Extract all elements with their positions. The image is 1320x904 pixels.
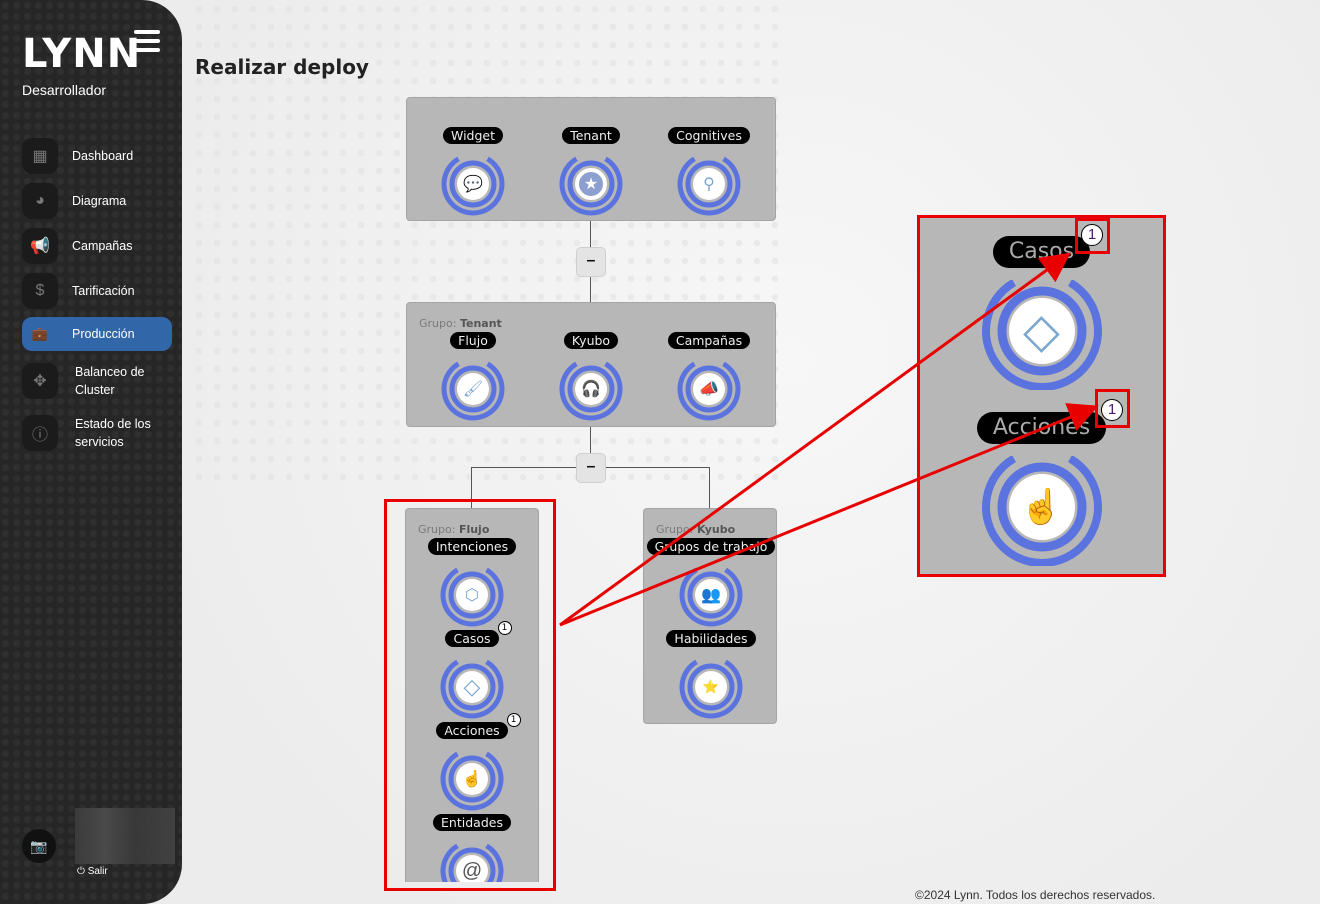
node-label: Intenciones (427, 538, 517, 555)
highlight-badge-acciones (1095, 389, 1130, 428)
team-icon: 👥 (695, 579, 727, 611)
chat-bubble-icon: 💬 (457, 168, 489, 200)
star-icon: ★ (575, 168, 607, 200)
ring-graphic (440, 843, 504, 882)
change-count-badge: 1 (506, 713, 521, 727)
hub-icon: ⚲ (693, 168, 725, 200)
network-icon: ✥ (22, 363, 58, 399)
cube-icon: ⬡ (456, 579, 488, 611)
ring-graphic (440, 567, 504, 627)
user-role: Desarrollador (22, 82, 107, 98)
briefcase-icon: 💼 (31, 326, 49, 341)
ring-graphic (441, 361, 505, 421)
logout-button[interactable]: ⏻ Salir (77, 866, 108, 877)
collapse-tenant-button[interactable]: – (576, 453, 606, 483)
ring-graphic (677, 156, 741, 216)
node-widget[interactable]: Widget 💬 (428, 127, 518, 217)
node-label: Tenant (562, 127, 620, 144)
megaphone-icon: 📣 (693, 373, 725, 405)
sidebar-item-label: Estado de los servicios (75, 417, 151, 449)
brush-icon: 🖌 (457, 373, 489, 405)
footer-copyright: ©2024 Lynn. Todos los derechos reservado… (915, 888, 1156, 902)
node-label: Flujo (450, 332, 496, 349)
page-title: Realizar deploy (195, 55, 369, 79)
power-icon: ⏻ (77, 866, 88, 877)
node-label: Grupos de trabajo (646, 538, 776, 555)
ring-graphic (679, 659, 743, 719)
node-entidades[interactable]: Entidades @ (427, 814, 517, 882)
root-node-group: Widget 💬 Tenant ★ Cognitives ⚲ (406, 97, 776, 221)
sidebar-item-balanceo-cluster[interactable]: ✥ Balanceo de Cluster (22, 359, 172, 403)
dashboard-icon: ▦ (22, 137, 58, 174)
ring-graphic (559, 156, 623, 216)
user-info-redacted (75, 808, 175, 864)
sidebar-item-label: Campañas (72, 238, 133, 253)
node-intenciones[interactable]: Intenciones ⬡ (427, 538, 517, 628)
diamond-icon: ◇ (456, 671, 488, 703)
highlight-flujo-group (384, 499, 556, 891)
sidebar-item-campanas[interactable]: 📢 Campañas (22, 227, 172, 264)
app-logo: LYNN (22, 31, 142, 77)
sidebar-item-tarificacion[interactable]: $ Tarificación (22, 272, 172, 309)
node-label: Entidades (433, 814, 511, 831)
kyubo-node-group: Grupo: Kyubo Grupos de trabajo 👥 Habilid… (643, 508, 777, 724)
camera-icon[interactable]: 📷 (22, 829, 56, 863)
skills-stars-icon: ⭐ (695, 671, 727, 703)
ring-graphic (441, 156, 505, 216)
sidebar-item-label: Dashboard (72, 148, 134, 163)
hand-network-icon: ☝ (456, 763, 488, 795)
logout-label: Salir (87, 866, 108, 877)
agent-headset-icon: 🎧 (575, 373, 607, 405)
sidebar-item-label: Tarificación (72, 283, 135, 298)
node-kyubo[interactable]: Kyubo 🎧 (546, 332, 636, 422)
ring-graphic (440, 751, 504, 811)
group-label: Grupo: Flujo (418, 523, 490, 536)
sidebar-item-produccion[interactable]: 💼 Producción (22, 317, 172, 351)
sidebar-item-estado-servicios[interactable]: ⓘ Estado de los servicios (22, 411, 172, 455)
node-flujo[interactable]: Flujo 🖌 (428, 332, 518, 422)
node-cognitives[interactable]: Cognitives ⚲ (664, 127, 754, 217)
connector-line (471, 467, 472, 508)
node-label: Cognitives (668, 127, 750, 144)
dollar-icon: $ (22, 272, 58, 309)
sidebar-item-label: Balanceo de Cluster (75, 365, 145, 397)
sidebar-item-diagrama[interactable]: ◕ Diagrama (22, 182, 172, 219)
highlight-badge-casos (1075, 218, 1110, 254)
node-campanas[interactable]: Campañas 📣 (664, 332, 754, 422)
node-label: Widget (442, 127, 504, 144)
change-count-badge: 1 (497, 621, 512, 635)
palette-icon: ◕ (22, 182, 58, 219)
node-grupos-trabajo[interactable]: Grupos de trabajo 👥 (646, 538, 776, 628)
connector-line (709, 467, 710, 508)
callout-badge-acciones: 1 (1101, 399, 1123, 421)
sidebar-item-label: Producción (72, 327, 135, 341)
node-tenant[interactable]: Tenant ★ (546, 127, 636, 217)
sidebar-item-label: Diagrama (72, 193, 127, 208)
ring-graphic (440, 659, 504, 719)
callout-badge-casos: 1 (1081, 224, 1103, 246)
at-sign-icon: @ (456, 855, 488, 882)
megaphone-icon: 📢 (22, 227, 58, 264)
info-icon: ⓘ (22, 415, 58, 451)
group-label: Grupo: Kyubo (656, 523, 736, 536)
node-habilidades[interactable]: Habilidades ⭐ (666, 630, 756, 720)
group-label: Grupo: Tenant (419, 317, 502, 330)
hamburger-menu-icon[interactable] (134, 30, 160, 52)
node-label: Habilidades (666, 630, 756, 647)
sidebar: LYNN Desarrollador ▦ Dashboard ◕ Diagram… (0, 0, 182, 904)
node-label: Campañas (667, 332, 751, 349)
sidebar-item-dashboard[interactable]: ▦ Dashboard (22, 137, 172, 174)
tenant-node-group: Grupo: Tenant Flujo 🖌 Kyubo 🎧 Campañas 📣 (406, 302, 776, 427)
sidebar-nav: ▦ Dashboard ◕ Diagrama 📢 Campañas $ Tari… (22, 137, 172, 463)
node-label: Kyubo (563, 332, 619, 349)
collapse-root-button[interactable]: – (576, 247, 606, 277)
